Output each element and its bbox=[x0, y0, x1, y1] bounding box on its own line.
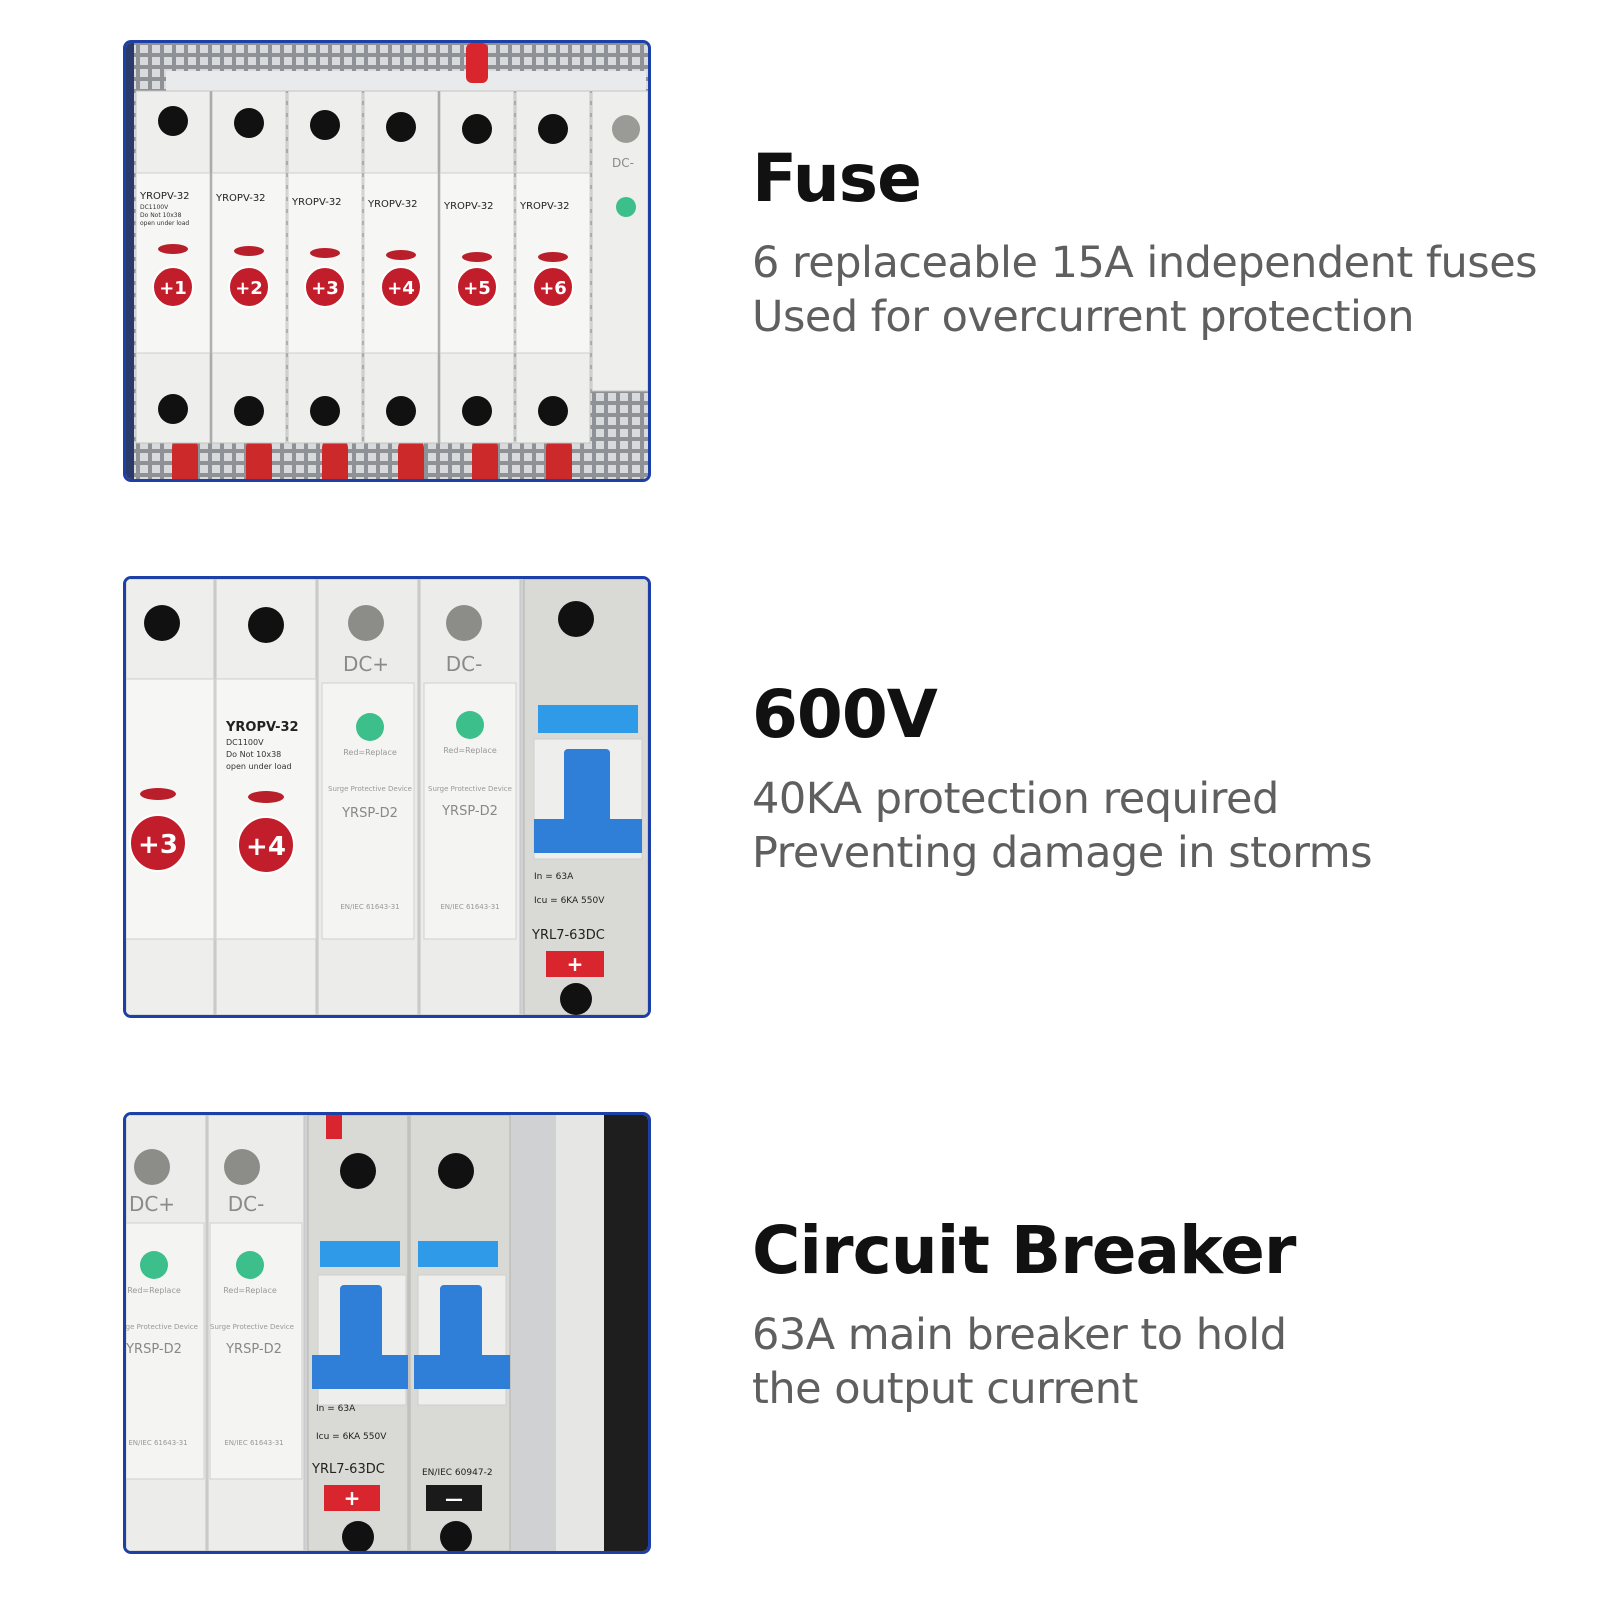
feature-title: Circuit Breaker bbox=[752, 1212, 1296, 1289]
fuse-badge-3: +3 bbox=[311, 278, 339, 299]
spd-dc-minus-label: DC- bbox=[446, 652, 483, 676]
fuse-model-5: YROPV-32 bbox=[443, 201, 494, 212]
breaker-model: YRL7-63DC bbox=[311, 1462, 385, 1477]
feature-title: 600V bbox=[752, 676, 938, 753]
fuse-model-2: YROPV-32 bbox=[215, 193, 266, 204]
fuse-warn-b-1: open under load bbox=[140, 220, 189, 227]
edge-dc-label: DC- bbox=[612, 156, 634, 170]
breaker-cert: EN/IEC 60947-2 bbox=[422, 1468, 493, 1478]
fuse-badge-1: +1 bbox=[159, 278, 187, 299]
feature-600v: +3 +4 YROPV-32 DC1100V Do Not 10x38 open… bbox=[0, 576, 1600, 1024]
spd-cert-2: EN/IEC 61643-31 bbox=[224, 1439, 283, 1447]
breaker-out-plus: + bbox=[567, 952, 584, 976]
fuse-badge-4: +4 bbox=[387, 278, 415, 299]
fuse-warn-a: Do Not 10x38 bbox=[226, 750, 281, 759]
surge-protector-photo: +3 +4 YROPV-32 DC1100V Do Not 10x38 open… bbox=[123, 576, 651, 1018]
feature-line-1: 63A main breaker to hold bbox=[752, 1310, 1287, 1360]
fuse-badge-5: +5 bbox=[463, 278, 491, 299]
breaker-icu: Icu = 6KA 550V bbox=[534, 896, 605, 906]
fuse-badge-6: +6 bbox=[539, 278, 567, 299]
spd-dc-plus-label: DC+ bbox=[129, 1192, 175, 1216]
fuse-photo: +1 +2 +3 +4 +5 +6 YROPV-32 YROPV-32 YROP… bbox=[123, 40, 651, 482]
feature-description: 40KA protection required Preventing dama… bbox=[752, 772, 1572, 880]
surge-photo-illustration: +3 +4 YROPV-32 DC1100V Do Not 10x38 open… bbox=[126, 579, 648, 1015]
feature-line-1: 40KA protection required bbox=[752, 774, 1279, 824]
fuse-model: YROPV-32 bbox=[225, 720, 299, 735]
spd-model-2: YRSP-D2 bbox=[441, 804, 498, 819]
spd-indicator-2: Red=Replace bbox=[443, 746, 497, 755]
spd-type-1: Surge Protective Device bbox=[126, 1323, 198, 1331]
feature-description: 6 replaceable 15A independent fuses Used… bbox=[752, 236, 1572, 344]
circuit-breaker-text: Circuit Breaker 63A main breaker to hold… bbox=[752, 1212, 1572, 1416]
breaker-rating: In = 63A bbox=[534, 872, 574, 882]
fuse-warn-b: open under load bbox=[226, 762, 292, 771]
fuse-badge-3: +3 bbox=[138, 830, 178, 860]
spd-dc-plus-label: DC+ bbox=[343, 652, 389, 676]
fuse-model-3: YROPV-32 bbox=[291, 197, 342, 208]
feature-line-2: the output current bbox=[752, 1364, 1138, 1414]
breaker-icu: Icu = 6KA 550V bbox=[316, 1432, 387, 1442]
spd-model-2: YRSP-D2 bbox=[225, 1342, 282, 1357]
600v-text: 600V 40KA protection required Preventing… bbox=[752, 676, 1572, 880]
feature-line-1: 6 replaceable 15A independent fuses bbox=[752, 238, 1538, 288]
fuse-spec-1: DC1100V bbox=[140, 204, 169, 211]
spd-type-1: Surge Protective Device bbox=[328, 785, 412, 793]
spd-indicator-1: Red=Replace bbox=[343, 748, 397, 757]
breaker-rating: In = 63A bbox=[316, 1404, 356, 1414]
fuse-photo-illustration: +1 +2 +3 +4 +5 +6 YROPV-32 YROPV-32 YROP… bbox=[126, 43, 648, 479]
fuse-badge-2: +2 bbox=[235, 278, 263, 299]
feature-line-2: Preventing damage in storms bbox=[752, 828, 1373, 878]
breaker-photo-illustration: DC+ DC- Red=Replace Red=Replace Surge Pr… bbox=[126, 1115, 648, 1551]
circuit-breaker-photo: DC+ DC- Red=Replace Red=Replace Surge Pr… bbox=[123, 1112, 651, 1554]
spd-indicator-2: Red=Replace bbox=[223, 1286, 277, 1295]
spd-cert-1: EN/IEC 61643-31 bbox=[128, 1439, 187, 1447]
fuse-warn-a-1: Do Not 10x38 bbox=[140, 212, 182, 219]
spd-type-2: Surge Protective Device bbox=[210, 1323, 294, 1331]
spd-cert-2: EN/IEC 61643-31 bbox=[440, 903, 499, 911]
feature-circuit-breaker: DC+ DC- Red=Replace Red=Replace Surge Pr… bbox=[0, 1112, 1600, 1560]
breaker-model: YRL7-63DC bbox=[531, 928, 605, 943]
spd-model-1: YRSP-D2 bbox=[126, 1342, 182, 1357]
feature-line-2: Used for overcurrent protection bbox=[752, 292, 1414, 342]
feature-fuse: +1 +2 +3 +4 +5 +6 YROPV-32 YROPV-32 YROP… bbox=[0, 40, 1600, 488]
fuse-text: Fuse 6 replaceable 15A independent fuses… bbox=[752, 140, 1572, 344]
spd-model-1: YRSP-D2 bbox=[341, 806, 398, 821]
breaker-out-minus: — bbox=[445, 1489, 463, 1510]
fuse-model-6: YROPV-32 bbox=[519, 201, 570, 212]
spd-indicator-1: Red=Replace bbox=[127, 1286, 181, 1295]
spd-dc-minus-label: DC- bbox=[228, 1192, 265, 1216]
fuse-spec: DC1100V bbox=[226, 738, 264, 747]
spd-type-2: Surge Protective Device bbox=[428, 785, 512, 793]
spd-cert-1: EN/IEC 61643-31 bbox=[340, 903, 399, 911]
fuse-badge-4: +4 bbox=[246, 832, 286, 862]
feature-description: 63A main breaker to hold the output curr… bbox=[752, 1308, 1572, 1416]
fuse-model-1: YROPV-32 bbox=[139, 191, 190, 202]
feature-title: Fuse bbox=[752, 140, 922, 217]
breaker-out-plus: + bbox=[344, 1486, 361, 1510]
fuse-model-4: YROPV-32 bbox=[367, 199, 418, 210]
